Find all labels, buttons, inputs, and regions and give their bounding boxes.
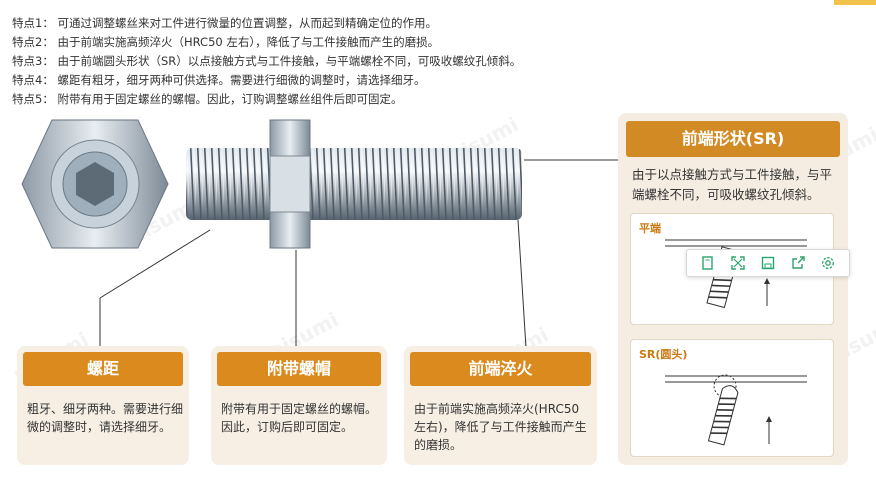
expand-icon[interactable] [728, 253, 748, 273]
threaded-body [186, 148, 522, 220]
feature-list: 特点1： 可通过调整螺丝来对工件进行微量的位置调整，从而起到精确定位的作用。 特… [12, 14, 521, 109]
callout-body: 粗牙、细牙两种。需要进行细微的调整时，请选择细牙。 [27, 402, 184, 434]
callout-pitch: 螺距 粗牙、细牙两种。需要进行细微的调整时，请选择细牙。 [17, 346, 189, 465]
copy-icon[interactable] [698, 253, 718, 273]
callout-title: 螺距 [23, 352, 183, 386]
feature-item: 特点1： 可通过调整螺丝来对工件进行微量的位置调整，从而起到精确定位的作用。 [12, 16, 437, 30]
save-icon[interactable] [758, 253, 778, 273]
screw-illustration [21, 119, 620, 349]
sr-end-label: SR(圆头) [639, 348, 688, 361]
sr-panel-title: 前端形状(SR) [626, 121, 840, 157]
sr-panel-body: 由于以点接触方式与工件接触，与平端螺栓不同，可吸收螺纹孔倾斜。 [632, 167, 833, 202]
settings-icon[interactable] [818, 253, 838, 273]
callout-body: 由于前端实施高频淬火(HRC50 左右)，降低了与工件接触而产生的磨损。 [414, 402, 587, 452]
sr-end-card: SR(圆头) [630, 339, 834, 457]
feature-item: 特点5： 附带有用于固定螺丝的螺帽。因此，订购调整螺丝组件后即可固定。 [12, 92, 403, 106]
top-bar-accent [834, 0, 876, 5]
callout-nut: 附带螺帽 附带有用于固定螺丝的螺帽。因此，订购后即可固定。 [211, 346, 387, 465]
feature-item: 特点4： 螺距有粗牙，细牙两种可供选择。需要进行细微的调整时，请选择细牙。 [12, 73, 426, 87]
sr-panel: 前端形状(SR) 由于以点接触方式与工件接触，与平端螺栓不同，可吸收螺纹孔倾斜。… [618, 113, 848, 465]
callout-title: 前端淬火 [410, 352, 591, 386]
top-bar [0, 0, 876, 8]
image-toolbar [686, 249, 850, 277]
callout-body: 附带有用于固定螺丝的螺帽。因此，订购后即可固定。 [221, 402, 378, 434]
share-icon[interactable] [788, 253, 808, 273]
sr-end-diagram [665, 374, 807, 446]
feature-item: 特点2： 由于前端实施高频淬火（HRC50 左右），降低了与工件接触而产生的磨损… [12, 35, 440, 49]
callout-quench: 前端淬火 由于前端实施高频淬火(HRC50 左右)，降低了与工件接触而产生的磨损… [404, 346, 597, 465]
callout-title: 附带螺帽 [217, 352, 381, 386]
flat-end-label: 平端 [639, 222, 661, 235]
feature-item: 特点3： 由于前端圆头形状（SR）以点接触方式与工件接触，与平端螺栓不同，可吸收… [12, 54, 522, 68]
